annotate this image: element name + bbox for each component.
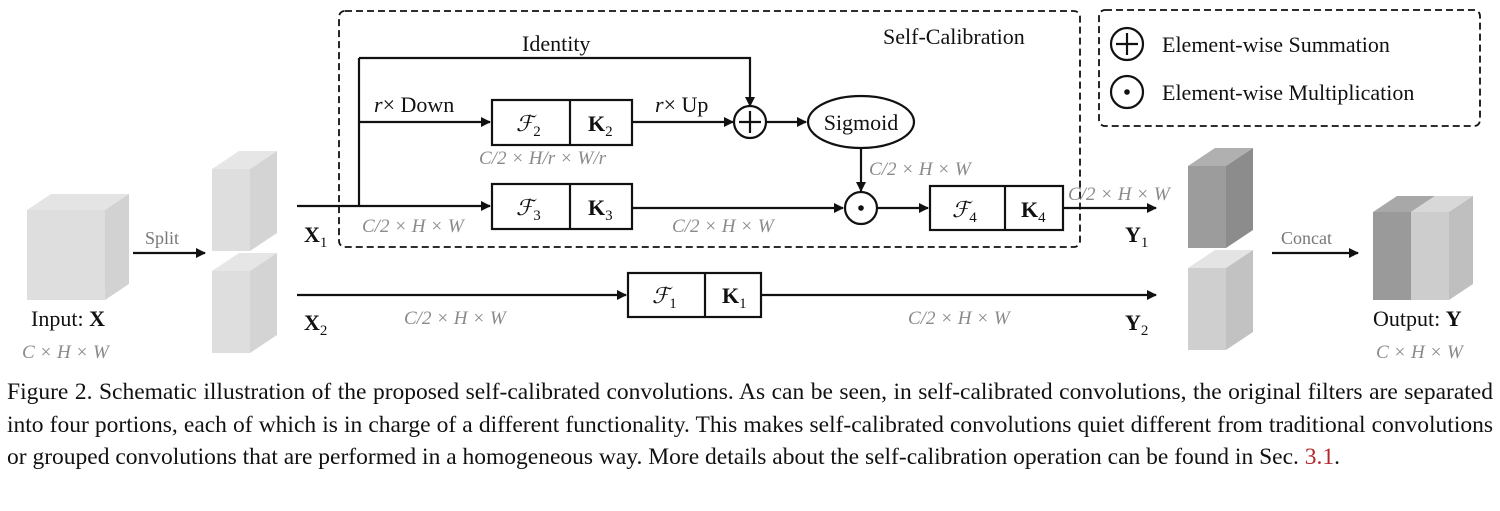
- f3-label: ℱ3: [516, 195, 541, 224]
- f2-label: ℱ2: [516, 111, 541, 140]
- split-cube-bottom: [212, 253, 277, 353]
- output-label: Output: Y: [1373, 306, 1462, 331]
- f1-k1-block: [626, 271, 763, 319]
- legend-mult-label: Element-wise Multiplication: [1162, 80, 1414, 105]
- output-dim: C × H × W: [1376, 342, 1465, 363]
- section-reference-link[interactable]: 3.1: [1304, 444, 1335, 470]
- identity-label: Identity: [522, 31, 590, 56]
- f3-out-dim: C/2 × H × W: [672, 216, 776, 237]
- input-cube: [27, 194, 129, 300]
- legend: Element-wise Summation Element-wise Mult…: [1098, 9, 1481, 127]
- f1-label: ℱ1: [652, 283, 677, 312]
- y2-label: Y2: [1125, 310, 1148, 339]
- self-calibration-title: Self-Calibration: [883, 24, 1025, 49]
- k1-label: K1: [722, 283, 747, 312]
- caption-line-3: quiet different from traditional convolu…: [7, 411, 1493, 471]
- x1-dim: C/2 × H × W: [362, 216, 466, 237]
- split-cube-top: [212, 151, 277, 251]
- caption-line-2: filters are separated into four portions…: [7, 379, 1493, 438]
- input-dim: C × H × W: [22, 342, 111, 363]
- x2-label: X2: [304, 310, 327, 339]
- y1-cube: [1188, 148, 1253, 248]
- sigmoid-label: Sigmoid: [824, 110, 899, 135]
- legend-sum-label: Element-wise Summation: [1162, 32, 1390, 57]
- y1-dim: C/2 × H × W: [1068, 184, 1172, 205]
- f4-k4-block: [928, 184, 1065, 232]
- y1-label: Y1: [1125, 222, 1148, 251]
- k2-label: K2: [588, 111, 613, 140]
- f3-k3-block: [490, 182, 634, 231]
- mult-symbol-icon: [1109, 74, 1145, 110]
- f1-out-dim: C/2 × H × W: [908, 308, 1012, 329]
- output-cube: [1373, 196, 1473, 300]
- down-dim: C/2 × H/r × W/r: [479, 148, 607, 169]
- self-calibrated-conv-diagram: Self-Calibration Element-wise Summation …: [22, 9, 1481, 363]
- concat-label: Concat: [1281, 228, 1332, 248]
- mult-node-icon: [843, 190, 879, 226]
- input-label: Input: X: [31, 306, 105, 331]
- k4-label: K4: [1021, 197, 1046, 226]
- self-calibration-region: [338, 10, 1081, 248]
- f4-label: ℱ4: [952, 197, 977, 226]
- identity-path: [359, 56, 755, 107]
- caption-line-4: self-calibration operation can be found …: [864, 444, 1341, 470]
- sum-node-icon: [732, 104, 768, 140]
- x1-label: X1: [304, 222, 327, 251]
- k3-label: K3: [588, 195, 613, 224]
- x2-dim: C/2 × H × W: [404, 308, 508, 329]
- down-label: r× Down: [374, 92, 454, 117]
- y2-cube: [1188, 250, 1253, 350]
- split-label: Split: [145, 228, 179, 248]
- up-label: r× Up: [655, 92, 708, 117]
- sigmoid-dim: C/2 × H × W: [869, 159, 973, 180]
- caption-line-1: Figure 2. Schematic illustration of the …: [7, 379, 1302, 405]
- figure-caption: Figure 2. Schematic illustration of the …: [7, 376, 1493, 474]
- sum-symbol-icon: [1109, 26, 1145, 62]
